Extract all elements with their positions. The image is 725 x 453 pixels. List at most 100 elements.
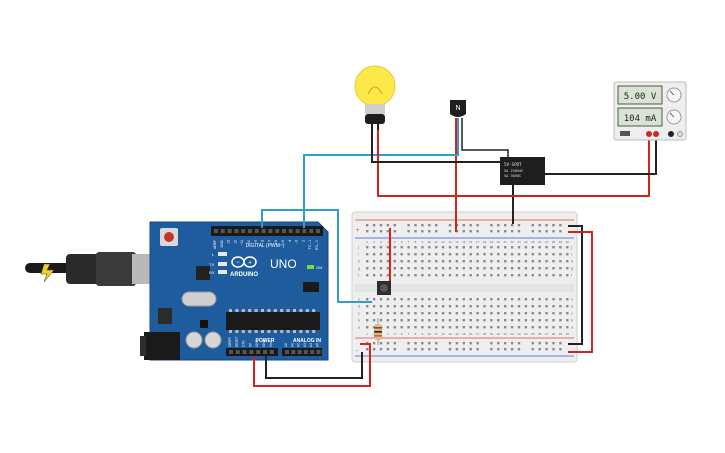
breadboard-hole[interactable] — [414, 312, 417, 315]
rail-hole[interactable] — [504, 230, 507, 233]
rail-hole[interactable] — [366, 230, 369, 233]
rail-hole[interactable] — [372, 348, 376, 351]
breadboard-hole[interactable] — [462, 319, 465, 322]
breadboard-hole[interactable] — [379, 298, 383, 301]
breadboard-hole[interactable] — [366, 267, 369, 270]
breadboard-hole[interactable] — [559, 267, 562, 270]
breadboard-hole[interactable] — [545, 253, 548, 256]
breadboard-hole[interactable] — [490, 312, 493, 315]
breadboard-hole[interactable] — [448, 298, 452, 301]
breadboard-hole[interactable] — [483, 267, 486, 270]
breadboard-hole[interactable] — [469, 260, 472, 263]
breadboard-hole[interactable] — [545, 267, 548, 270]
breadboard-hole[interactable] — [421, 326, 424, 329]
breadboard-hole[interactable] — [490, 326, 493, 329]
breadboard-hole[interactable] — [428, 298, 431, 301]
breadboard-hole[interactable] — [379, 305, 383, 308]
breadboard-hole[interactable] — [517, 298, 521, 301]
digital-pin[interactable] — [234, 229, 239, 233]
rail-hole[interactable] — [379, 230, 383, 233]
breadboard-hole[interactable] — [545, 326, 548, 329]
rail-hole[interactable] — [455, 342, 459, 345]
rail-hole[interactable] — [379, 348, 383, 351]
power-pin[interactable] — [269, 350, 274, 354]
rail-hole[interactable] — [538, 342, 541, 345]
breadboard-hole[interactable] — [455, 246, 459, 249]
breadboard-hole[interactable] — [497, 260, 500, 263]
breadboard-hole[interactable] — [538, 260, 541, 263]
breadboard-hole[interactable] — [517, 267, 521, 270]
breadboard-hole[interactable] — [386, 326, 390, 329]
breadboard-hole[interactable] — [462, 274, 465, 277]
breadboard-hole[interactable] — [462, 260, 465, 263]
breadboard-hole[interactable] — [559, 319, 562, 322]
breadboard-hole[interactable] — [372, 312, 376, 315]
rail-hole[interactable] — [435, 224, 438, 227]
rail-hole[interactable] — [462, 342, 465, 345]
breadboard-hole[interactable] — [386, 274, 390, 277]
rail-hole[interactable] — [448, 230, 452, 233]
power-supply[interactable]: 5.00 V 104 mA — [613, 81, 687, 141]
breadboard-hole[interactable] — [538, 312, 541, 315]
breadboard-hole[interactable] — [559, 253, 562, 256]
breadboard-hole[interactable] — [545, 298, 548, 301]
rail-hole[interactable] — [559, 342, 562, 345]
rail-hole[interactable] — [545, 224, 548, 227]
breadboard-hole[interactable] — [552, 298, 555, 301]
breadboard-hole[interactable] — [393, 319, 396, 322]
breadboard-hole[interactable] — [379, 267, 383, 270]
transistor-icon[interactable]: N — [450, 100, 466, 117]
breadboard-hole[interactable] — [372, 274, 376, 277]
breadboard-hole[interactable] — [441, 267, 445, 270]
breadboard-hole[interactable] — [379, 319, 383, 322]
breadboard-hole[interactable] — [510, 319, 514, 322]
breadboard-hole[interactable] — [393, 274, 396, 277]
breadboard-hole[interactable] — [504, 260, 507, 263]
breadboard-hole[interactable] — [517, 246, 521, 249]
rail-hole[interactable] — [386, 348, 390, 351]
rail-hole[interactable] — [497, 348, 500, 351]
breadboard-hole[interactable] — [448, 305, 452, 308]
breadboard-hole[interactable] — [400, 305, 403, 308]
rail-hole[interactable] — [462, 348, 465, 351]
dc-barrel-jack-icon[interactable] — [140, 332, 180, 360]
breadboard-hole[interactable] — [421, 312, 424, 315]
rail-hole[interactable] — [531, 342, 534, 345]
breadboard-hole[interactable] — [455, 305, 459, 308]
rail-hole[interactable] — [435, 230, 438, 233]
rail-hole[interactable] — [435, 342, 438, 345]
breadboard-hole[interactable] — [559, 305, 562, 308]
rail-hole[interactable] — [490, 224, 493, 227]
breadboard-hole[interactable] — [552, 274, 555, 277]
digital-pin[interactable] — [214, 229, 218, 233]
breadboard-hole[interactable] — [393, 267, 396, 270]
breadboard-hole[interactable] — [476, 312, 479, 315]
rail-hole[interactable] — [414, 230, 417, 233]
breadboard-hole[interactable] — [476, 267, 479, 270]
breadboard-hole[interactable] — [510, 305, 514, 308]
breadboard-hole[interactable] — [490, 260, 493, 263]
breadboard-hole[interactable] — [379, 253, 383, 256]
breadboard-hole[interactable] — [469, 326, 472, 329]
breadboard-hole[interactable] — [566, 274, 569, 277]
breadboard-hole[interactable] — [476, 253, 479, 256]
breadboard-hole[interactable] — [421, 319, 424, 322]
breadboard-hole[interactable] — [462, 253, 465, 256]
breadboard-hole[interactable] — [428, 274, 431, 277]
power-pin[interactable] — [263, 350, 267, 354]
rail-hole[interactable] — [559, 230, 562, 233]
breadboard-hole[interactable] — [538, 274, 541, 277]
breadboard-hole[interactable] — [441, 305, 445, 308]
rail-hole[interactable] — [552, 224, 555, 227]
rail-hole[interactable] — [421, 230, 424, 233]
breadboard-hole[interactable] — [469, 319, 472, 322]
digital-pin[interactable] — [241, 229, 246, 233]
breadboard-hole[interactable] — [559, 260, 562, 263]
rail-hole[interactable] — [414, 348, 417, 351]
digital-pin[interactable] — [288, 229, 293, 233]
breadboard-hole[interactable] — [393, 326, 396, 329]
breadboard-hole[interactable] — [428, 253, 431, 256]
analog-pin[interactable] — [316, 350, 321, 354]
breadboard-hole[interactable] — [566, 305, 569, 308]
rail-hole[interactable] — [531, 348, 534, 351]
